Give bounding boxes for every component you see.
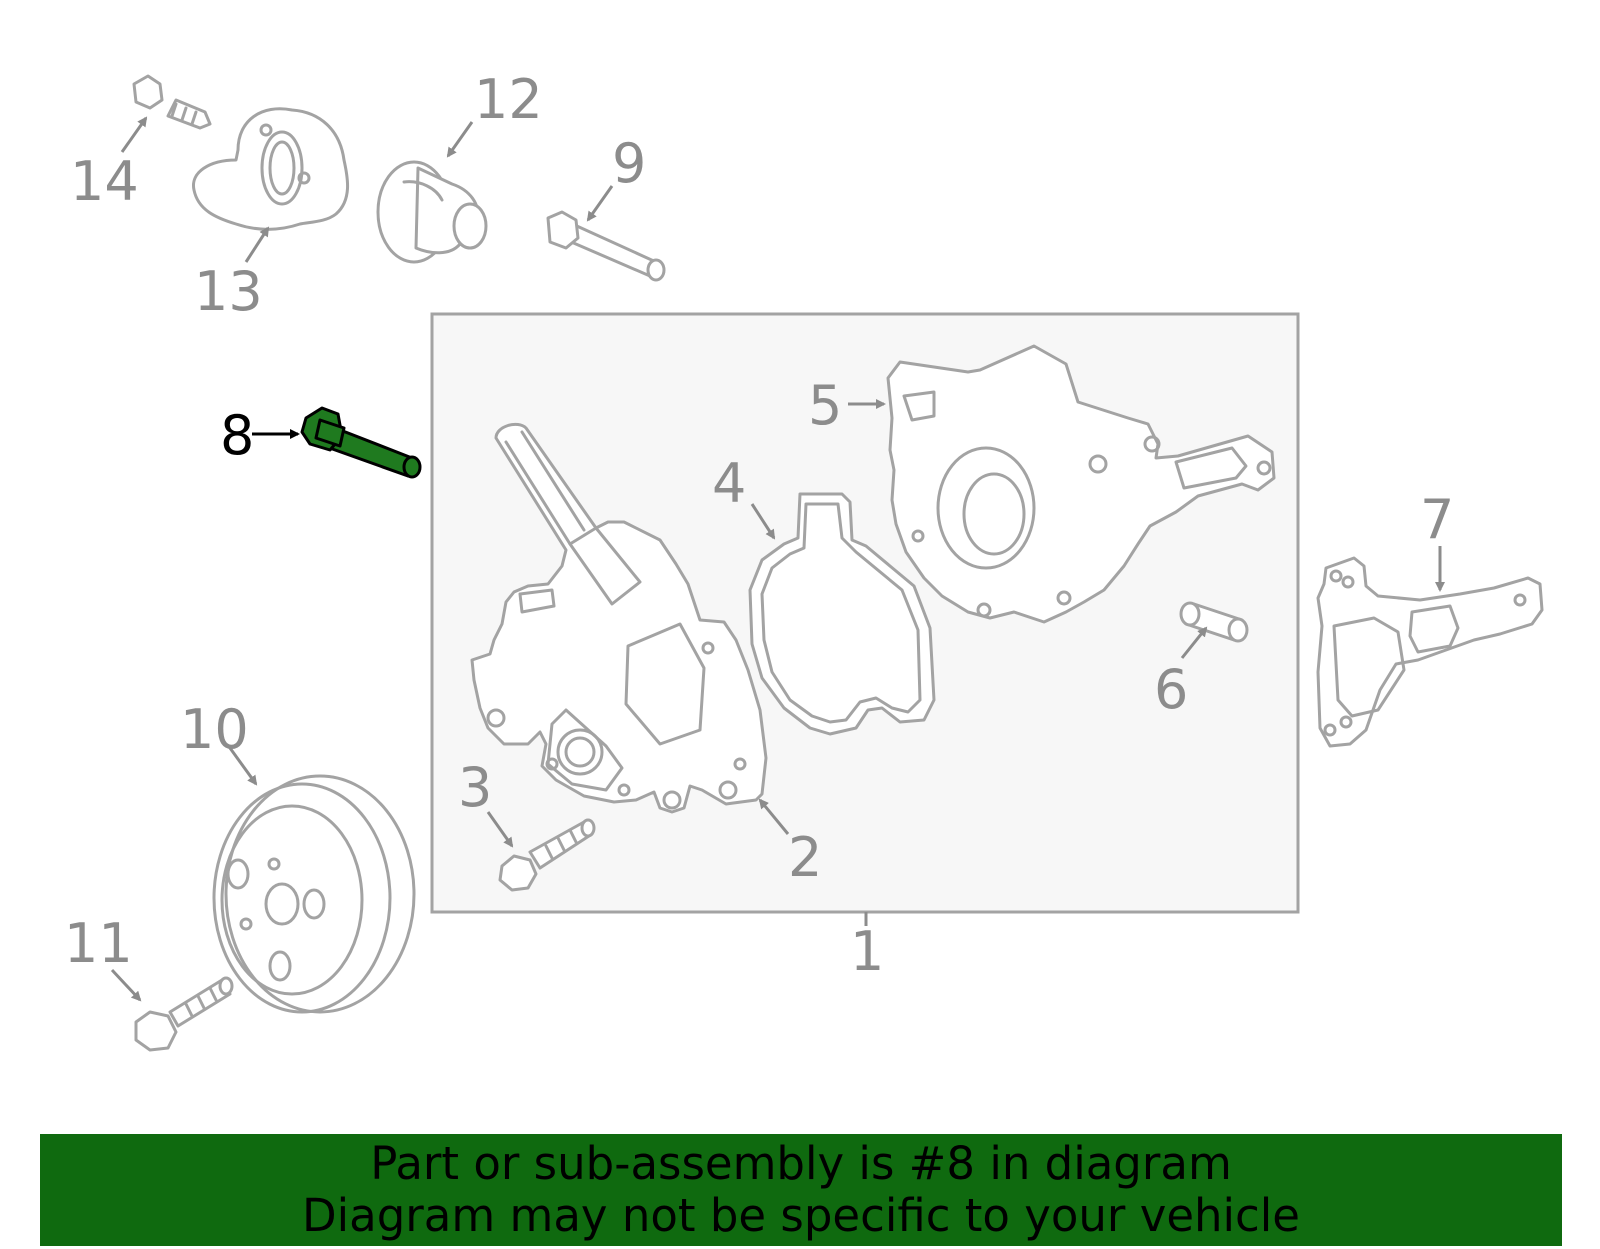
callout-13: 13	[194, 260, 263, 323]
callout-11: 11	[64, 912, 133, 975]
callout-3: 3	[458, 756, 492, 819]
part-3-bolt	[498, 818, 596, 892]
callout-14: 14	[70, 150, 139, 213]
part-9-bolt	[546, 210, 666, 282]
part-8-bolt-highlighted	[300, 406, 422, 479]
callout-10: 10	[180, 698, 249, 761]
callout-4: 4	[712, 452, 746, 515]
callout-5: 5	[808, 374, 842, 437]
callout-6: 6	[1154, 658, 1188, 721]
part-14-bolt	[132, 74, 212, 130]
callout-12: 12	[474, 68, 543, 131]
callout-2: 2	[788, 826, 822, 889]
part-5-inlet-housing	[886, 344, 1276, 624]
callout-8: 8	[220, 404, 254, 467]
part-6-pin	[1179, 601, 1249, 643]
part-11-bolt	[134, 976, 234, 1052]
banner-line-2: Diagram may not be specific to your vehi…	[302, 1189, 1300, 1242]
info-banner: Part or sub-assembly is #8 in diagram Di…	[40, 1134, 1562, 1246]
part-10-pulley	[212, 774, 416, 1014]
part-4-gasket	[748, 492, 936, 736]
callout-1: 1	[850, 920, 884, 983]
part-12-thermostat	[376, 160, 488, 264]
part-7-gasket	[1316, 556, 1544, 748]
callout-9: 9	[612, 132, 646, 195]
banner-line-1: Part or sub-assembly is #8 in diagram	[370, 1137, 1232, 1190]
leader-lines	[110, 116, 1445, 1002]
part-13-housing	[192, 107, 349, 231]
callout-7: 7	[1420, 488, 1454, 551]
part-2-water-pump	[470, 422, 768, 814]
